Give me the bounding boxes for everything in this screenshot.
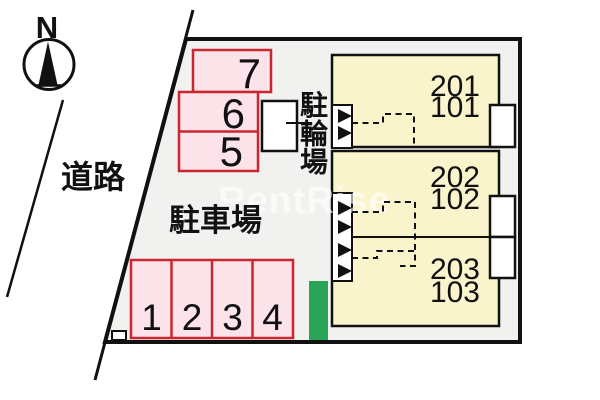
road-far-edge-line	[5, 99, 65, 298]
door-arrow-icon	[338, 264, 352, 278]
approach-path-shared	[400, 202, 416, 267]
door-arrow-icon	[338, 126, 352, 140]
compass	[22, 38, 76, 91]
boundary-gate-marker	[111, 330, 127, 341]
parking-spaces-top	[177, 48, 273, 173]
building	[330, 53, 517, 328]
approach-path-unit-102	[352, 201, 415, 213]
door-arrow-icon	[338, 109, 352, 123]
entrance-door-markers	[338, 109, 352, 278]
north-label: N	[36, 10, 58, 45]
balcony-unit-101	[488, 103, 517, 149]
bicycle-label-char-2: 輪	[300, 118, 329, 150]
building-block-upper	[330, 53, 501, 149]
compass-needle	[38, 41, 58, 85]
room-number-201: 201	[430, 70, 480, 103]
room-number-101: 101	[430, 91, 480, 124]
parking-number-6: 6	[222, 90, 245, 137]
bicycle-label-char-1: 駐	[300, 90, 328, 121]
room-number-103: 103	[430, 276, 480, 309]
parking-number-3: 3	[222, 297, 243, 338]
approach-path-unit-103	[352, 250, 415, 259]
door-arrow-icon	[338, 243, 352, 257]
approach-paths	[352, 113, 416, 267]
parking-number-5: 5	[220, 128, 243, 175]
door-arrow-icon	[338, 220, 352, 234]
parking-spaces-bottom	[129, 258, 295, 340]
parking-number-4: 4	[262, 297, 283, 338]
watermark-text: RentRise	[218, 180, 391, 222]
parking-number-1: 1	[141, 297, 162, 338]
road-label: 道路	[61, 159, 126, 195]
bicycle-parking-label: 駐 輪 場	[300, 90, 329, 178]
balcony-unit-103	[488, 235, 517, 280]
room-number-203: 203	[430, 253, 480, 286]
parking-number-2: 2	[182, 297, 203, 338]
green-strip	[309, 281, 328, 340]
site-boundary-diagonal-line	[93, 9, 195, 381]
parking-lot-label: 駐車場	[169, 203, 262, 238]
parking-space-7	[191, 48, 273, 94]
parking-number-7: 7	[238, 50, 261, 97]
balcony-unit-102	[488, 194, 517, 239]
entry-porch-lower	[331, 192, 353, 282]
bicycle-parking-area	[260, 99, 299, 153]
bicycle-label-char-3: 場	[300, 147, 328, 178]
door-arrow-icon	[338, 201, 352, 215]
room-number-202: 202	[430, 161, 480, 194]
room-number-102: 102	[430, 183, 480, 216]
